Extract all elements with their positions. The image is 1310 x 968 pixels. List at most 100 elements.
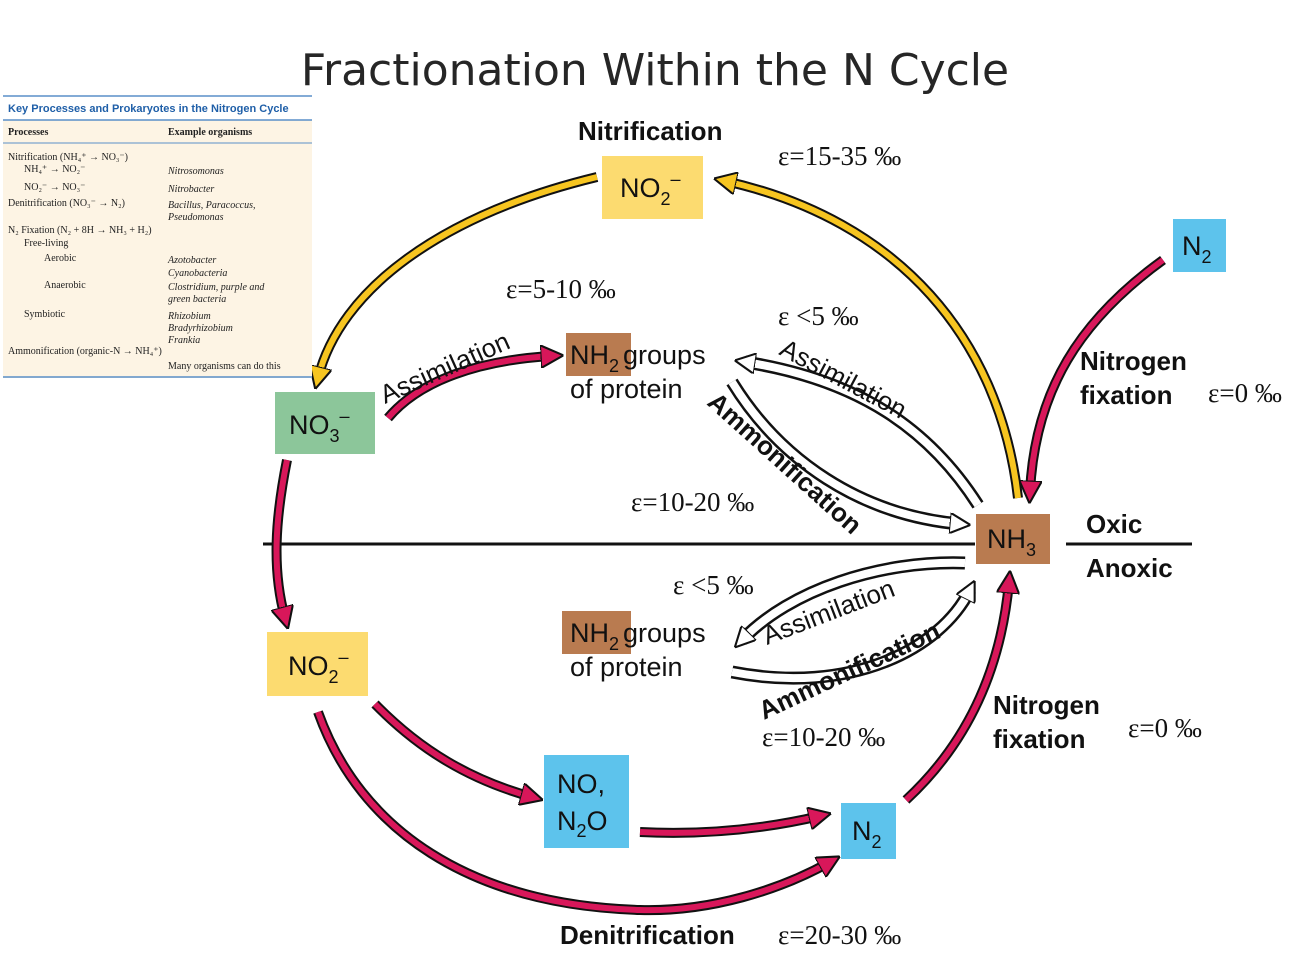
svg-text:N2: N2	[1182, 231, 1212, 267]
nitrogen-fixation-top-label-2: fixation	[1080, 380, 1172, 410]
table-header-organisms: Example organisms	[168, 127, 252, 138]
table-row: green bacteria	[168, 294, 226, 305]
assimilation-arrow-nh3-to-nh2-lower	[742, 556, 966, 640]
nitrification-epsilon: ε=15-35 ‰	[778, 141, 901, 171]
table-row: Aerobic Azotobacter	[44, 253, 216, 266]
assimilation-arrow-nh3-to-nh2-upper	[745, 362, 984, 509]
denitrification-arrow-no3-to-no2	[277, 459, 287, 618]
ammonification-lower-epsilon: ε=10-20 ‰	[762, 722, 885, 752]
table-cell-organism: Pseudomonas	[167, 212, 224, 223]
no2-box-bottom: NO2–	[267, 632, 368, 696]
denitrification-epsilon: ε=20-30 ‰	[778, 920, 901, 950]
no3-box: NO3–	[275, 392, 375, 454]
nh2-lower-fill	[562, 611, 631, 654]
table-row: Nitrification (NH₄⁺ → NO₃⁻)	[8, 152, 128, 163]
table-row: Pseudomonas	[167, 212, 224, 223]
table-cell-process: Free-living	[24, 238, 68, 249]
key-processes-table: Key Processes and Prokaryotes in the Nit…	[3, 95, 312, 378]
svg-text:of protein: of protein	[570, 652, 683, 682]
svg-text:N2: N2	[852, 816, 882, 852]
denitrification-arrow-no-to-n2	[639, 816, 820, 838]
svg-text:NH3: NH3	[987, 524, 1036, 560]
table-cell-organism: Clostridium, purple and	[168, 282, 265, 293]
table-cell-process: Aerobic	[44, 253, 77, 264]
svg-text:of protein: of protein	[570, 374, 683, 404]
n2-top-fill	[1173, 219, 1226, 272]
nitrogen-fixation-top-label-1: Nitrogen	[1080, 346, 1187, 376]
assimilation-upper-epsilon: ε <5 ‰	[778, 301, 859, 331]
assimilation-no3-epsilon: ε=5-10 ‰	[506, 274, 616, 304]
fixation-top-epsilon: ε=0 ‰	[1208, 378, 1282, 408]
svg-text:NO3–: NO3–	[289, 406, 350, 446]
no2-top-fill	[602, 156, 703, 219]
table-cell-process: Anaerobic	[44, 280, 86, 291]
table-cell-process: NO₂⁻ → NO₃⁻	[24, 182, 85, 193]
table-cell-organism: Rhizobium	[167, 311, 211, 322]
svg-text:N2O: N2O	[557, 806, 608, 841]
oxic-label: Oxic	[1086, 509, 1142, 539]
svg-text:NO,: NO,	[557, 769, 605, 799]
table-cell-process: Denitrification (NO₃⁻ → N₂)	[8, 198, 125, 209]
table-cell-organism: green bacteria	[168, 294, 226, 305]
ammonification-arrow-nh2-to-nh3-lower	[730, 590, 976, 685]
diagram-title: Fractionation Within the N Cycle	[301, 45, 1009, 96]
nitrification-arrow-nh3-to-no2	[725, 181, 1023, 499]
table-cell-organism: Nitrosomonas	[167, 166, 224, 177]
no-n2o-fill	[544, 755, 629, 848]
table-row: Many organisms can do this	[168, 361, 281, 372]
no3-fill	[275, 392, 375, 454]
no2-box-top: NO2–	[602, 156, 703, 219]
table-cell-organism: Bacillus, Paracoccus,	[168, 200, 255, 211]
table-row: NH₄⁺ → NO₂⁻ Nitrosomonas	[24, 164, 224, 177]
table-row: Cyanobacteria	[168, 268, 227, 279]
n2-fixation-arrow-bottom	[902, 582, 1009, 804]
table-row: Free-living	[24, 238, 68, 249]
table-cell-process: Symbiotic	[24, 309, 66, 320]
no2-bottom-fill	[267, 632, 368, 696]
table-cell-organism: Azotobacter	[167, 255, 216, 266]
table-row: NO₂⁻ → NO₃⁻ Nitrobacter	[24, 182, 214, 195]
n2-box-top: N2	[1173, 219, 1226, 272]
table-title: Key Processes and Prokaryotes in the Nit…	[8, 103, 289, 115]
assimilation-arrow-no3-to-nh2	[384, 356, 552, 422]
ammonification-upper-epsilon: ε=10-20 ‰	[631, 487, 754, 517]
svg-text:NO2–: NO2–	[288, 647, 349, 687]
table-row: Bradyrhizobium	[168, 323, 233, 334]
no-n2o-box: NO, N2O	[544, 755, 629, 848]
nitrification-arrow-no2-to-no3	[318, 172, 599, 378]
table-row: N₂ Fixation (N₂ + 8H → NH₃ + H₂)	[8, 225, 152, 236]
nitrogen-fixation-bottom-label-2: fixation	[993, 724, 1085, 754]
n2-fixation-arrow-top	[1030, 255, 1166, 492]
nitrogen-fixation-bottom-label-1: Nitrogen	[993, 690, 1100, 720]
denitrification-arrow-no2-to-no	[371, 700, 532, 797]
denitrification-arrow-no2-to-n2	[313, 710, 830, 916]
table-row: Anaerobic Clostridium, purple and	[44, 280, 265, 293]
table-cell-organism: Nitrobacter	[167, 184, 214, 195]
table-cell-process: NH₄⁺ → NO₂⁻	[24, 164, 85, 175]
nh3-box: NH3	[976, 514, 1050, 564]
nh3-fill	[976, 514, 1050, 564]
table-header-processes: Processes	[8, 127, 48, 138]
nitrification-label: Nitrification	[578, 116, 722, 146]
ammonification-arrow-nh2-to-nh3-upper	[726, 378, 960, 524]
fixation-bottom-epsilon: ε=0 ‰	[1128, 713, 1202, 743]
n2-box-bottom: N2	[841, 803, 896, 859]
table-row: Denitrification (NO₃⁻ → N₂) Bacillus, Par…	[8, 198, 255, 211]
anoxic-label: Anoxic	[1086, 553, 1173, 583]
n2-bottom-fill	[841, 803, 896, 859]
table-cell-process: N₂ Fixation (N₂ + 8H → NH₃ + H₂)	[8, 225, 152, 236]
assimilation-lower-epsilon: ε <5 ‰	[673, 570, 754, 600]
table-cell-organism: Many organisms can do this	[168, 361, 281, 372]
svg-text:NO2–: NO2–	[620, 169, 681, 209]
table-cell-process: Nitrification (NH₄⁺ → NO₃⁻)	[8, 152, 128, 163]
table-row: Ammonification (organic-N → NH₄⁺)	[8, 346, 162, 357]
table-cell-organism: Bradyrhizobium	[168, 323, 233, 334]
nh2-upper-fill	[566, 333, 631, 376]
denitrification-label: Denitrification	[560, 920, 735, 950]
